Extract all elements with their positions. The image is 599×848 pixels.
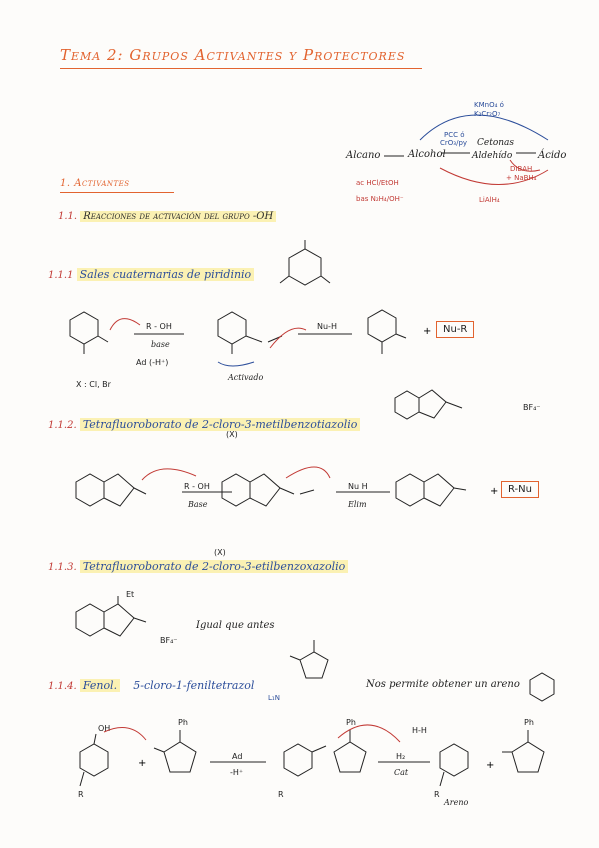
- item-1-1-1-heading: 1.1.1 Sales cuaternarias de piridinio: [48, 268, 255, 281]
- scheme-base-cond: bas N₂H₄/OH⁻: [356, 195, 404, 203]
- item-1-1-3-bf4: BF₄⁻: [160, 636, 178, 645]
- item-1-1-4-r2: R: [278, 790, 284, 799]
- benzothiazolium-ring-1: [103, 473, 135, 507]
- benzothiazolone-benzo: [395, 473, 425, 507]
- aryl-ether-ring: [283, 743, 313, 777]
- item-1-1-4-number: 1.1.4.: [48, 681, 77, 692]
- section-1-label: Activantes: [74, 178, 130, 189]
- item-1-1-4-r1: R: [78, 790, 84, 799]
- item-1-1-4-areno: Areno: [444, 798, 469, 807]
- tetrazolone: [511, 741, 545, 773]
- item-1-1-3-label: Tetrafluoroborato de 2-cloro-3-etilbenzo…: [79, 560, 349, 573]
- item-1-1-4-h2: H₂: [396, 752, 406, 761]
- tetrazole-1: [163, 741, 197, 773]
- scheme-pcc2: CrO₃/py: [440, 139, 468, 147]
- item-1-1-4-label1: Fenol.: [79, 679, 121, 692]
- benzoxazolium-benzo: [75, 603, 105, 637]
- item-1-1-3-heading: 1.1.3. Tetrafluoroborato de 2-cloro-3-et…: [48, 560, 349, 573]
- benzothiazolone-ring: [423, 473, 455, 507]
- benzothiazolium-header-benzo: [394, 390, 420, 420]
- title-underline: [60, 68, 422, 69]
- subsection-1-1-number: 1.1.: [58, 211, 78, 222]
- item-1-1-2-x-mark: (X): [226, 430, 238, 439]
- subsection-1-1: 1.1. Reacciones de activación del grupo …: [58, 211, 277, 222]
- cyclohexane-note: [529, 672, 555, 702]
- pyridinium-ring-2: [217, 311, 247, 345]
- pyridinium-ring-header: [288, 248, 322, 286]
- item-1-1-1-reagent: R - OH: [146, 322, 172, 331]
- item-1-1-1-step: Ad (-H⁺): [136, 358, 169, 367]
- item-1-1-1-product-box: Nu-R: [436, 321, 475, 338]
- item-1-1-4-tag: L₁N: [268, 694, 280, 702]
- benzothiazolium-benzo-2: [221, 473, 251, 507]
- item-1-1-4-heading: 1.1.4. Fenol. 5-cloro-1-feniltetrazol: [48, 679, 254, 692]
- item-1-1-3-note: Igual que antes: [196, 620, 275, 631]
- item-1-1-4-note: Nos permite obtener un areno: [366, 679, 520, 690]
- scheme-cetonas: Cetonas: [477, 138, 515, 148]
- item-1-1-1-number: 1.1.1: [48, 270, 74, 281]
- tetrazole-header: [299, 651, 329, 679]
- scheme-pcc: PCC ó: [444, 131, 465, 139]
- arene-ring: [439, 743, 469, 777]
- section-1-underline: [60, 192, 174, 193]
- item-1-1-2-base: Base: [188, 500, 208, 509]
- item-1-1-1-activado: Activado: [228, 373, 264, 382]
- item-1-1-2-bf4: BF₄⁻: [523, 403, 541, 412]
- item-1-1-3-number: 1.1.3.: [48, 562, 77, 573]
- item-1-1-4-hh: H-H: [412, 726, 427, 735]
- pyridinium-ring-1: [69, 311, 99, 345]
- scheme-alcohol: Alcohol: [408, 149, 446, 160]
- item-1-1-1-x-note: X : Cl, Br: [76, 380, 111, 389]
- tetrazole-2: [333, 741, 367, 773]
- benzoxazolium-ring: [103, 603, 135, 637]
- item-1-1-1-label: Sales cuaternarias de piridinio: [76, 268, 255, 281]
- section-1-number: 1.: [60, 178, 71, 189]
- item-1-1-2-heading: 1.1.2. Tetrafluoroborato de 2-cloro-3-me…: [48, 418, 361, 431]
- phenol-ring: [79, 743, 109, 777]
- benzothiazolium-ring-2: [249, 473, 281, 507]
- item-1-1-4-oh: OH: [98, 724, 111, 733]
- pyridone-ring: [367, 309, 397, 343]
- scheme-oxid-top: KMnO₄ ó: [474, 101, 504, 109]
- section-1-heading: 1. Activantes: [60, 178, 130, 189]
- scheme-nabh4: + NaBH₄: [506, 174, 537, 182]
- item-1-1-2-reagent: R - OH: [184, 482, 210, 491]
- item-1-1-4-ph2: Ph: [346, 718, 356, 727]
- item-1-1-4-plus-2: +: [486, 760, 495, 771]
- scheme-oxid-top2: K₂Cr₂O₇: [474, 110, 501, 118]
- item-1-1-4-r3: R: [434, 790, 440, 799]
- item-1-1-1-plus: +: [423, 326, 432, 337]
- item-1-1-3-et: Et: [126, 590, 135, 599]
- item-1-1-2-nuh: Nu H: [348, 482, 368, 491]
- item-1-1-2-plus: +: [490, 486, 499, 497]
- scheme-acid-cond: ac HCl/EtOH: [356, 179, 399, 187]
- item-1-1-2-product-box: R-Nu: [501, 481, 539, 498]
- item-1-1-3-x-mark: (X): [214, 548, 226, 557]
- item-1-1-1-base: base: [151, 340, 170, 349]
- item-1-1-4-h: -H⁺: [230, 768, 244, 777]
- item-1-1-2-elim: Elim: [348, 500, 367, 509]
- curved-arrow-1: [109, 318, 141, 331]
- item-1-1-4-ph1: Ph: [178, 718, 188, 727]
- scheme-arrow-dibah: [509, 159, 541, 172]
- scheme-aldehido: Aldehído: [472, 151, 513, 161]
- scheme-alcano: Alcano: [346, 150, 381, 161]
- scheme-arrow-oxid: [419, 114, 549, 141]
- item-1-1-2-label: Tetrafluoroborato de 2-cloro-3-metilbenz…: [79, 418, 361, 431]
- page-title: Tema 2: Grupos Activantes y Protectores: [60, 46, 406, 64]
- scheme-acido: Ácido: [538, 150, 567, 161]
- benzothiazolium-header-ring: [418, 389, 447, 419]
- item-1-1-4-ph3: Ph: [524, 718, 534, 727]
- scheme-lialh4: LiAlH₄: [479, 196, 500, 204]
- item-1-1-4-cat: Cat: [394, 768, 409, 777]
- item-1-1-1-nuh: Nu-H: [317, 322, 337, 331]
- item-1-1-2-number: 1.1.2.: [48, 420, 77, 431]
- scheme-arrow-reduction: [439, 167, 549, 185]
- benzothiazolium-benzo-1: [75, 473, 105, 507]
- item-1-1-4-ad: Ad: [232, 752, 243, 761]
- item-1-1-4-plus-1: +: [138, 758, 147, 769]
- item-1-1-4-label2: 5-cloro-1-feniltetrazol: [133, 679, 255, 692]
- subsection-1-1-label: Reacciones de activación del grupo -OH: [80, 211, 277, 222]
